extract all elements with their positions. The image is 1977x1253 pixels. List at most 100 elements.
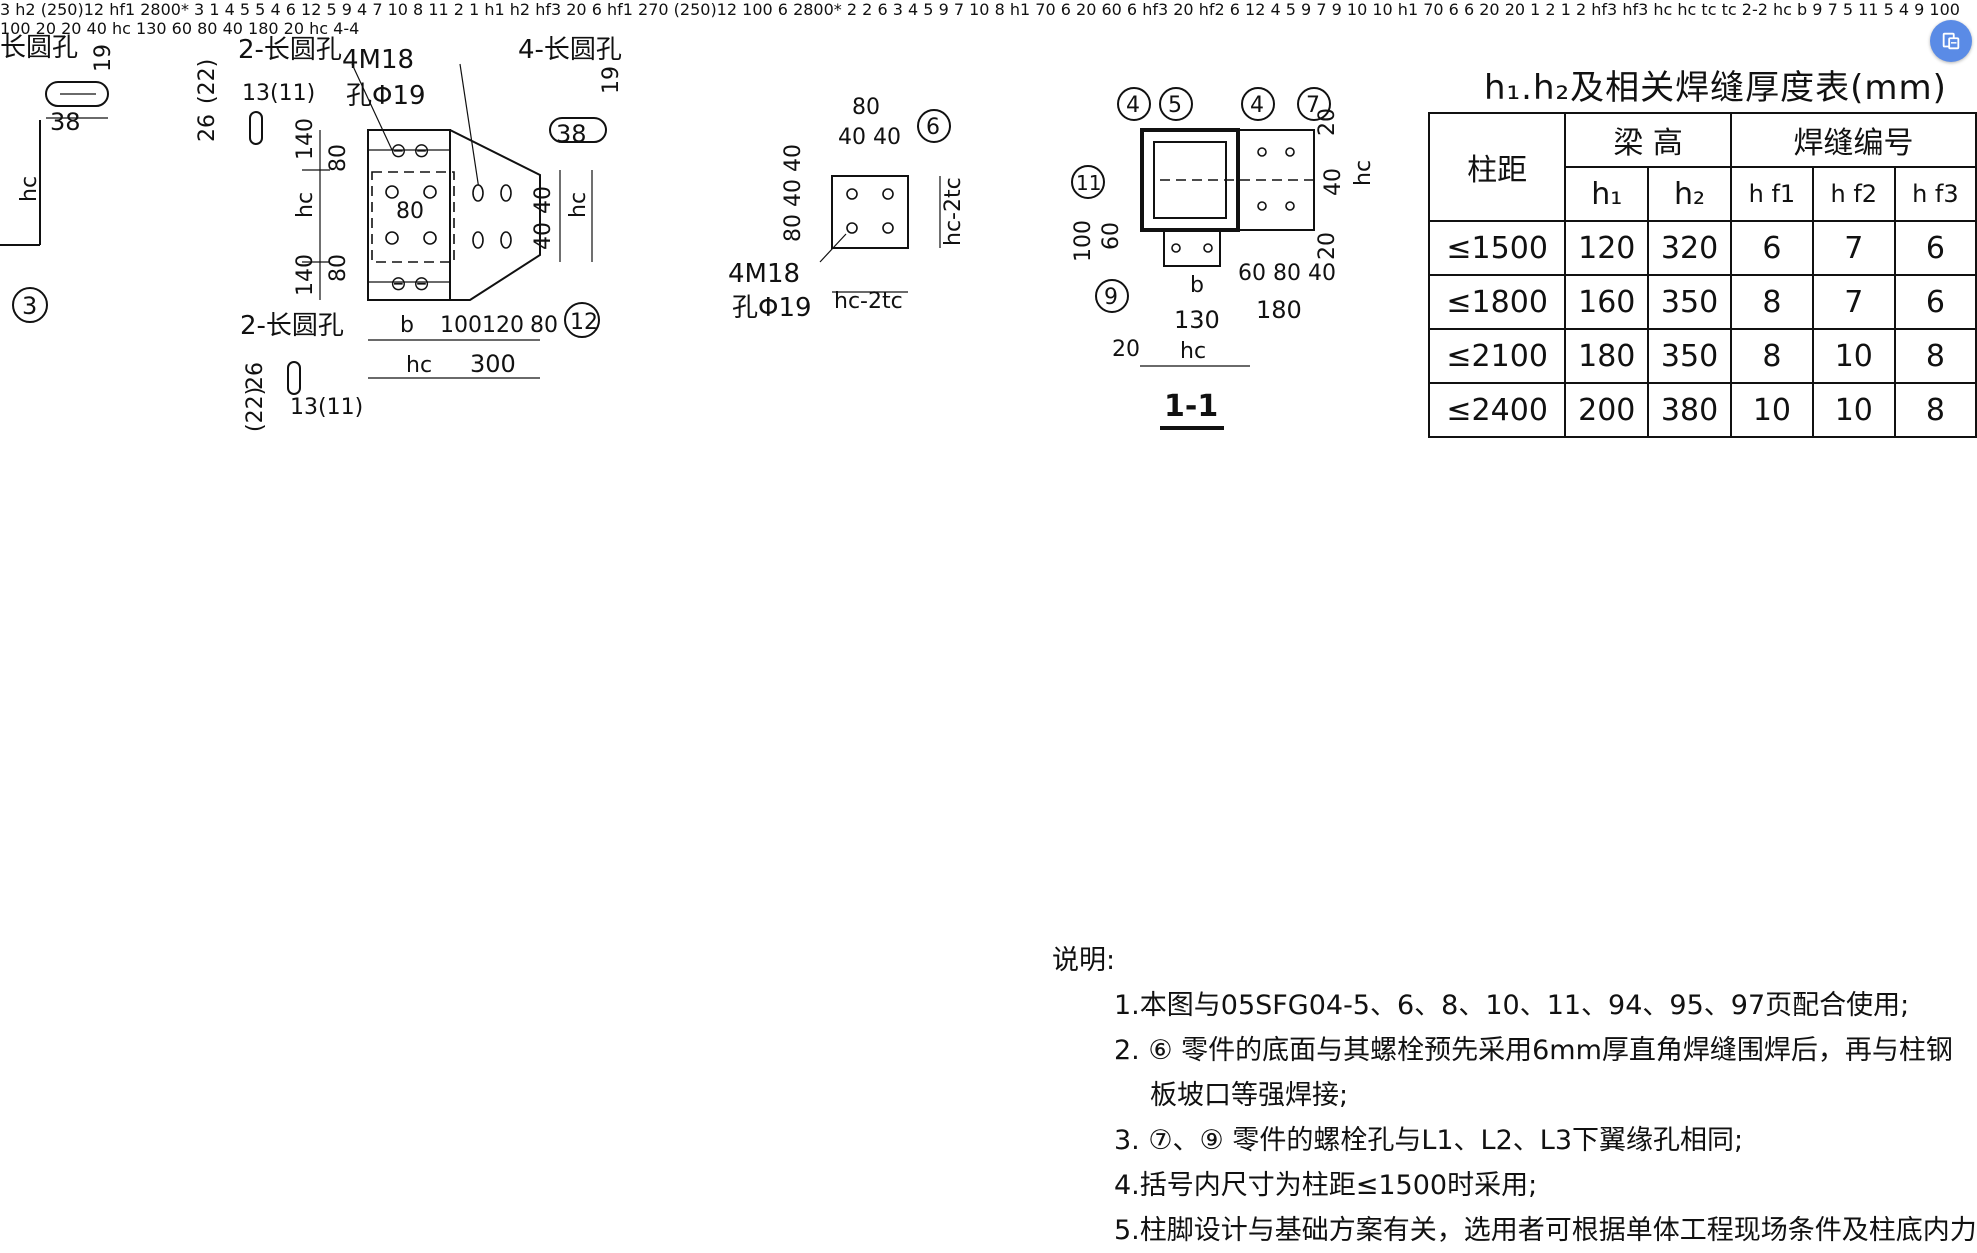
col-spacing-header: 柱距 [1427,112,1567,222]
col-h1: h₁ [1564,166,1650,222]
svg-text:40: 40 [531,186,556,214]
section-4-4: hc b 9 7 5 11 5 4 9 100 100 20 20 40 hc … [0,0,1960,38]
elevation-lower: 6 12 4 5 9 7 9 10 10 h1 70 6 6 20 20 [1229,0,1526,19]
annotation-button[interactable] [1930,20,1972,62]
svg-text:80: 80 [326,144,351,172]
svg-text:140: 140 [293,254,318,296]
height-dim-mid: 2800* [793,0,842,19]
slot-label-bottom: 2-长圆孔 [240,311,344,341]
partial-plan-left: 长圆孔 19 38 hc 3 [0,33,116,323]
note-2: 2. ⑥ 零件的底面与其螺栓预先采用6mm厚直角焊缝围焊后，再与柱钢 [1114,1035,1953,1066]
note-4: 4.括号内尺寸为柱距≤1500时采用; [1114,1170,1538,1201]
col-hf1: h f1 [1729,166,1814,222]
note-2-cont: 板坡口等强焊接; [1150,1080,1349,1111]
svg-text:80: 80 [326,254,351,282]
svg-text:60: 60 [1099,222,1124,250]
svg-text:60 80 40: 60 80 40 [1238,261,1336,286]
section-2-2: 1 2 1 2 hf3 hf3 hc hc tc tc 2-2 [1530,0,1768,19]
svg-text:80: 80 [530,313,558,338]
svg-text:40: 40 [531,222,556,250]
svg-text:7: 7 [1306,93,1320,118]
svg-text:3: 3 [22,292,37,320]
svg-text:130: 130 [1174,306,1220,334]
bolt-spec-b: 4M18 [728,259,800,289]
plate-6-detail: 80 40 40 6 80 40 40 hc-2tc 4M18 孔Φ19 hc-… [728,95,966,323]
note-3: 3. ⑦、⑨ 零件的螺栓孔与L1、L2、L3下翼缘孔相同; [1114,1125,1744,1156]
svg-text:100: 100 [440,313,482,338]
col-hf2: h f2 [1811,166,1896,222]
weld-table-title: h₁.h₂及相关焊缝厚度表(mm) [1484,68,1947,108]
svg-text:20: 20 [1112,337,1140,362]
hole-spec-a: 孔Φ19 [346,81,426,111]
hole-spec-b: 孔Φ19 [732,293,812,323]
partial-elevation-left: 3 h2 (250)12 hf1 2800* 3 1 [0,0,220,19]
svg-text:b: b [400,313,414,338]
svg-text:26: 26 [195,114,220,142]
svg-text:12: 12 [570,310,598,335]
svg-text:hc-2tc: hc-2tc [834,289,903,314]
main-elevation: 4 5 5 4 6 12 5 9 4 7 10 8 11 2 1 [224,0,873,19]
svg-text:5: 5 [1168,93,1182,118]
note-5: 5.柱脚设计与基础方案有关，选用者可根据单体工程现场条件及柱底内力 [1114,1215,1977,1246]
height-dim-left: 2800* [140,0,189,19]
svg-text:hc: hc [293,192,318,218]
svg-text:4: 4 [1126,93,1140,118]
svg-text:6: 6 [926,115,940,140]
svg-text:hc: hc [1351,160,1376,186]
svg-text:19: 19 [599,66,624,94]
svg-text:⊖ ⊖: ⊖ ⊖ [390,138,430,162]
svg-text:38: 38 [556,120,587,148]
svg-text:40 40: 40 40 [838,125,901,150]
svg-text:hc-2tc: hc-2tc [941,177,966,246]
svg-text:hc: hc [17,176,42,202]
svg-text:(22): (22) [243,387,268,432]
svg-text:19: 19 [91,44,116,72]
svg-text:38: 38 [50,108,81,136]
elevation-middle: 6 3 4 5 9 7 10 8 h1 70 6 20 60 6 hf3 20 … [877,0,1225,19]
svg-text:120: 120 [482,313,524,338]
svg-text:80: 80 [852,95,880,120]
svg-text:b: b [1190,273,1204,298]
svg-text:100: 100 [1071,220,1096,262]
section-label-1-1: 1-1 [1164,389,1218,424]
svg-text:300: 300 [470,350,516,378]
section-1-1: 4 5 4 7 11 100 60 9 b 130 60 80 40 180 2… [1071,87,1376,430]
svg-text:20: 20 [1315,108,1340,136]
svg-text:80: 80 [396,199,424,224]
col-hf3: h f3 [1893,166,1977,222]
svg-text:hc: hc [406,353,432,378]
notes-heading: 说明: [1052,945,1116,976]
translate-icon [1942,32,1960,50]
bolt-spec-a: 4M18 [342,45,414,75]
svg-text:140: 140 [293,118,318,160]
section-label-4-4: 4-4 [333,19,360,38]
svg-text:hc: hc [1180,339,1206,364]
drawing-notes: 说明: 1.本图与05SFG04-5、6、8、10、11、94、95、97页配合… [1052,938,1977,1253]
slot-label-right: 4-长圆孔 [518,35,622,65]
section-label-2-2: 2-2 [1741,0,1768,19]
svg-text:26: 26 [243,362,268,390]
slot-label-partial: 长圆孔 [0,33,78,63]
svg-text:40: 40 [1321,168,1346,196]
svg-text:4: 4 [1250,93,1264,118]
col-h2: h₂ [1647,166,1732,222]
svg-text:hc: hc [566,192,591,218]
svg-text:80 40 40: 80 40 40 [781,144,806,242]
note-1: 1.本图与05SFG04-5、6、8、10、11、94、95、97页配合使用; [1114,990,1910,1021]
plan-view: 2-长圆孔 4M18 孔Φ19 4-长圆孔 ⊖ ⊖ ⊖ ⊖ 80 140 80 … [195,35,624,432]
svg-text:13(11): 13(11) [242,81,315,106]
slot-label-top: 2-长圆孔 [238,35,342,65]
col-weld-header: 焊缝编号 [1729,112,1977,168]
svg-text:13(11): 13(11) [290,395,363,420]
svg-text:180: 180 [1256,296,1302,324]
col-beam-header: 梁 高 [1564,112,1732,168]
svg-text:9: 9 [1104,285,1118,310]
svg-text:20: 20 [1315,232,1340,260]
svg-text:(22): (22) [195,59,220,104]
